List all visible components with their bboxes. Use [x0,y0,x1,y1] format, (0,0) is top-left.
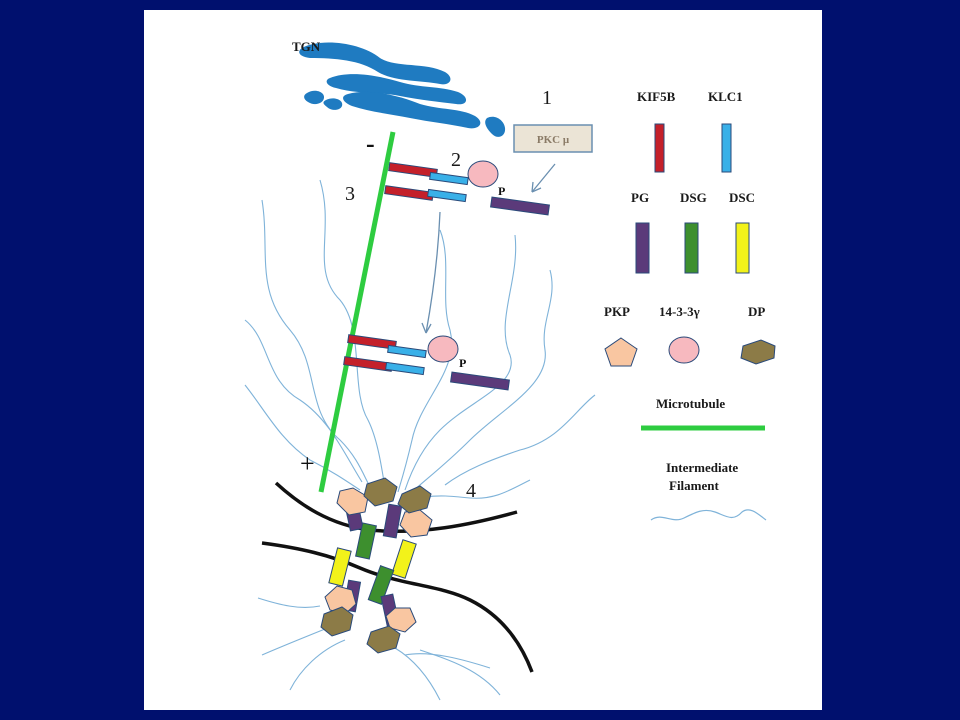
protein-1433-2 [427,335,459,363]
golgi-stacks [299,42,506,137]
klc1-2a [387,344,427,359]
tgn-label: TGN [292,39,321,54]
golgi-cisterna-1 [299,42,451,85]
dsc-upper [391,539,417,579]
legend-kif5b-label: KIF5B [637,89,676,104]
filament-1 [261,199,373,491]
legend-dp-swatch [740,339,776,365]
filament-12 [289,639,346,691]
legend-dsc-label: DSC [729,190,755,205]
phospho-label-2: P [459,356,466,370]
motor-complex-lower: P [343,334,510,391]
motor-complex-upper: P [384,160,550,216]
diagram-panel [144,10,822,710]
filament-10 [257,597,321,608]
legend-klc1-swatch [721,123,732,173]
legend-filament-swatch [650,509,767,521]
filament-14 [419,649,501,696]
dp-upper-2 [397,485,432,514]
legend-klc1-label: KLC1 [708,89,743,104]
filament-9 [244,384,361,491]
filament-7 [444,394,596,486]
arrow-pkc-to-pg [531,163,556,193]
pkc-mu-box: PKC μ [513,124,593,153]
phospho-label-1: P [498,184,505,198]
step-1-label: 1 [542,87,552,109]
golgi-vesicle-1 [304,90,325,105]
step-3-label: 3 [345,183,355,205]
filament-13 [394,647,441,701]
dsg-lower [367,565,395,605]
filament-15 [404,653,491,669]
filament-6 [411,269,553,493]
filament-3 [244,319,363,483]
kif5b-1b [384,185,434,201]
legend-microtubule-label: Microtubule [656,396,725,411]
microtubule [318,131,396,493]
klc1-1a [429,171,469,186]
legend-pg-label: PG [631,190,649,205]
desmosome [320,477,433,654]
step-2-label: 2 [451,149,461,171]
membrane-lower [261,541,534,673]
golgi-vesicle-2 [323,98,343,110]
dp-lower-1 [320,606,354,637]
step-4-label: 4 [466,480,476,502]
legend-kif5b-swatch [654,123,665,173]
arrow-transport [425,211,441,334]
legend-1433-label: 14-3-3γ [659,304,700,319]
legend-dsc-swatch [735,222,750,274]
legend-intermediate-label-2: Filament [669,478,719,493]
minus-end-label: - [366,129,375,158]
pkp-lower-right [385,607,417,633]
dp-lower-2 [366,625,401,654]
legend-1433-swatch [668,336,700,364]
kif5b-2a [347,334,397,350]
intermediate-filaments [244,179,596,701]
legend-dsg-label: DSG [680,190,707,205]
pg-1 [490,196,550,216]
pg-upper-right [382,503,403,539]
legend: KIF5B KLC1 PG DSG DSC PKP 14-3-3γ DP Mic… [604,89,776,521]
filament-8 [424,479,531,499]
golgi-cisterna-2 [326,74,467,105]
golgi-cisterna-3 [343,91,481,129]
pkp-upper-left [336,487,369,516]
dsg-upper [355,522,377,560]
dp-upper-1 [363,477,398,507]
dsc-lower [328,547,352,587]
arrows [421,163,556,334]
klc1-1b [427,188,467,203]
pg-2 [450,371,510,391]
filament-4 [397,229,453,493]
legend-pkp-label: PKP [604,304,630,319]
kif5b-2b [343,356,393,372]
legend-intermediate-label-1: Intermediate [666,460,738,475]
klc1-2b [385,361,425,376]
plus-end-label: + [300,449,315,478]
legend-dp-label: DP [748,304,765,319]
pkc-label: PKC μ [537,134,570,146]
legend-dsg-swatch [684,222,699,274]
pkp-upper-right [399,509,433,538]
protein-1433-1 [467,160,499,188]
golgi-vesicle-3 [485,116,506,137]
legend-pg-swatch [635,222,650,274]
legend-pkp-swatch [604,337,638,367]
